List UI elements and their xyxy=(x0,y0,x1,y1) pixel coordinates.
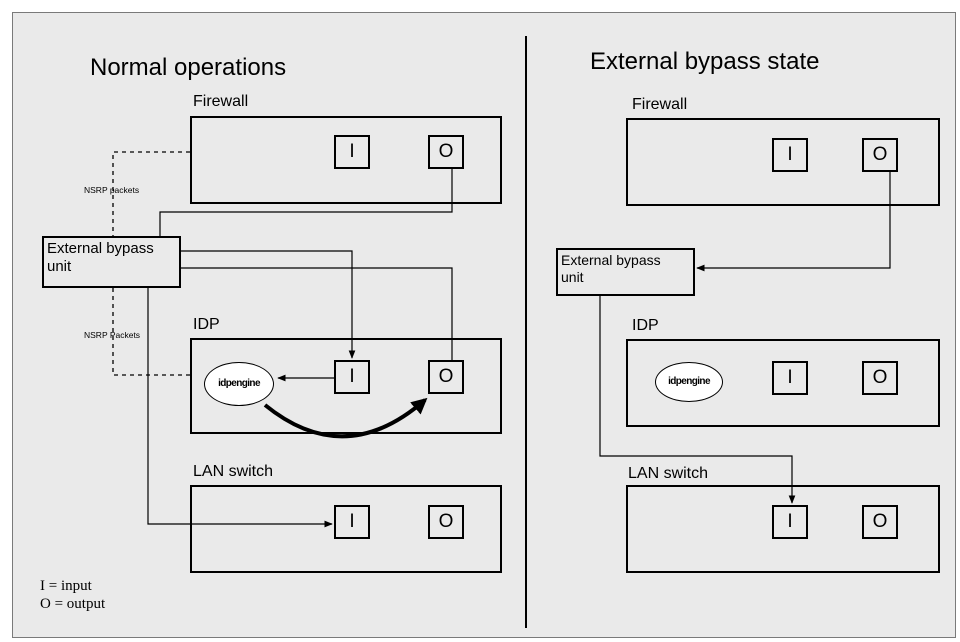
wire-idp-out-to-bypass xyxy=(180,267,453,360)
right-lan-output-port: O xyxy=(862,505,898,539)
left-idp-box xyxy=(190,338,502,434)
nsrp-link-bottom xyxy=(112,288,190,376)
right-lan-switch-box xyxy=(626,485,940,573)
right-panel-title: External bypass state xyxy=(590,48,820,75)
right-idp-label: IDP xyxy=(632,317,659,334)
right-firewall-box xyxy=(626,118,940,206)
right-bypass-line2: unit xyxy=(561,269,584,285)
nsrp-packets-top-label: NSRP packets xyxy=(84,185,140,195)
wire-bypass-to-lan-in xyxy=(147,288,333,528)
left-firewall-label: Firewall xyxy=(193,93,249,110)
right-bypass-unit: External bypass unit xyxy=(556,248,695,296)
left-bypass-unit: External bypass unit xyxy=(42,236,181,288)
right-firewall-input-port: I xyxy=(772,138,808,172)
left-bypass-line1: External bypass xyxy=(47,240,154,257)
right-bypass-line1: External bypass xyxy=(561,252,661,268)
right-lan-input-port: I xyxy=(772,505,808,539)
left-firewall-output-port: O xyxy=(428,135,464,169)
left-idp-input-port: I xyxy=(334,360,370,394)
right-wire-firewall-to-bypass xyxy=(696,172,891,272)
right-firewall-label: Firewall xyxy=(632,96,688,113)
right-idp-input-port: I xyxy=(772,361,808,395)
right-wire-bypass-to-lan xyxy=(599,295,796,504)
left-idp-label: IDP xyxy=(193,316,220,333)
right-firewall-output-port: O xyxy=(862,138,898,172)
left-firewall-input-port: I xyxy=(334,135,370,169)
left-idp-output-port: O xyxy=(428,360,464,394)
right-idpengine: idpengine xyxy=(655,362,723,402)
nsrp-packets-bottom-label: NSRP Packets xyxy=(84,330,141,340)
right-lan-switch-label: LAN switch xyxy=(628,465,709,482)
left-firewall-box xyxy=(190,116,502,204)
left-panel-title: Normal operations xyxy=(90,54,287,81)
left-lan-input-port: I xyxy=(334,505,370,539)
right-idp-box xyxy=(626,339,940,427)
wire-firewall-out-to-bypass xyxy=(159,169,453,236)
left-idpengine: idpengine xyxy=(204,362,274,406)
nsrp-link-top xyxy=(112,151,190,236)
legend-input: I = input xyxy=(40,578,92,594)
wire-bypass-to-idp-in xyxy=(180,250,356,359)
engine-to-output-arrow xyxy=(263,397,428,439)
left-lan-switch-box xyxy=(190,485,502,573)
left-lan-switch-label: LAN switch xyxy=(193,463,274,480)
left-bypass-line2: unit xyxy=(47,258,72,275)
legend-output: O = output xyxy=(40,596,106,612)
panel-divider xyxy=(525,36,527,628)
right-idp-output-port: O xyxy=(862,361,898,395)
left-lan-output-port: O xyxy=(428,505,464,539)
